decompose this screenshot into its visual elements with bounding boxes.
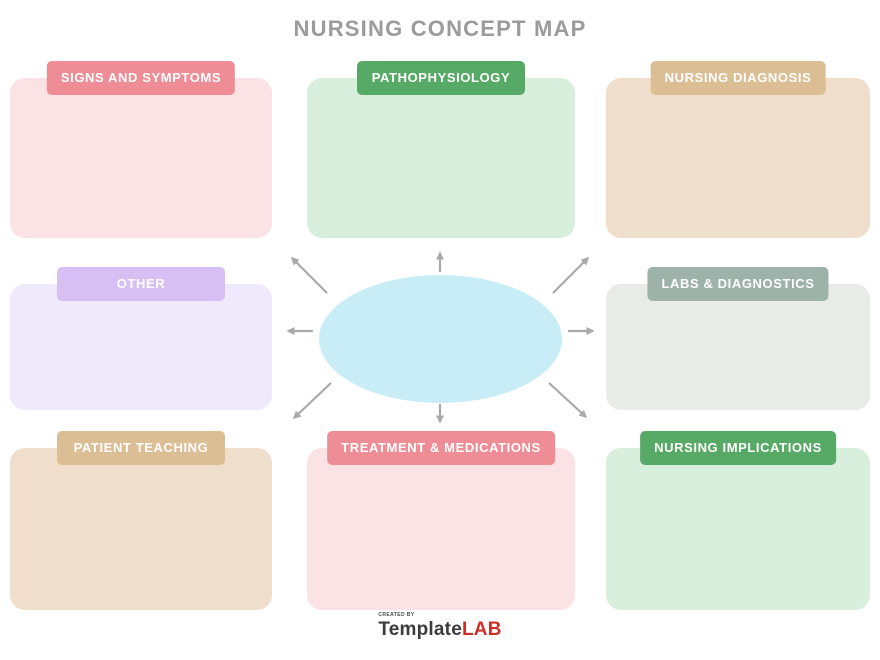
- box-nursing-implications: NURSING IMPLICATIONS: [606, 431, 870, 610]
- logo-template-text: Template: [378, 619, 462, 640]
- templatelab-logo: CREATED BY TemplateLAB: [0, 612, 880, 641]
- label-patient-teaching: PATIENT TEACHING: [57, 431, 225, 465]
- page-title: NURSING CONCEPT MAP: [293, 16, 587, 41]
- arrow-up-left: [290, 256, 328, 294]
- box-signs-and-symptoms: SIGNS AND SYMPTOMS: [10, 61, 272, 238]
- label-other: OTHER: [57, 267, 225, 301]
- label-nursing-diagnosis: NURSING DIAGNOSIS: [650, 61, 826, 95]
- arrow-down-left: [292, 382, 332, 420]
- logo-wordmark: TemplateLAB: [378, 619, 501, 641]
- arrow-down-right: [548, 382, 588, 419]
- box-pathophysiology: PATHOPHYSIOLOGY: [307, 61, 575, 238]
- box-treatment-medications: TREATMENT & MEDICATIONS: [307, 431, 575, 610]
- box-other: OTHER: [10, 267, 272, 410]
- logo-created-by: CREATED BY: [378, 612, 415, 618]
- label-treatment-medications: TREATMENT & MEDICATIONS: [327, 431, 555, 465]
- box-patient-teaching: PATIENT TEACHING: [10, 431, 272, 610]
- templatelab-logo-inner: CREATED BY TemplateLAB: [378, 612, 501, 641]
- logo-lab-text: LAB: [461, 619, 502, 640]
- box-labs-and-diagnostics: LABS & DIAGNOSTICS: [606, 267, 870, 410]
- label-labs-and-diagnostics: LABS & DIAGNOSTICS: [647, 267, 829, 301]
- central-topic-ellipse: [319, 275, 562, 403]
- box-nursing-diagnosis: NURSING DIAGNOSIS: [606, 61, 870, 238]
- label-signs-and-symptoms: SIGNS AND SYMPTOMS: [46, 61, 236, 95]
- label-nursing-implications: NURSING IMPLICATIONS: [640, 431, 836, 465]
- arrow-up-right: [552, 256, 590, 294]
- label-pathophysiology: PATHOPHYSIOLOGY: [357, 61, 525, 95]
